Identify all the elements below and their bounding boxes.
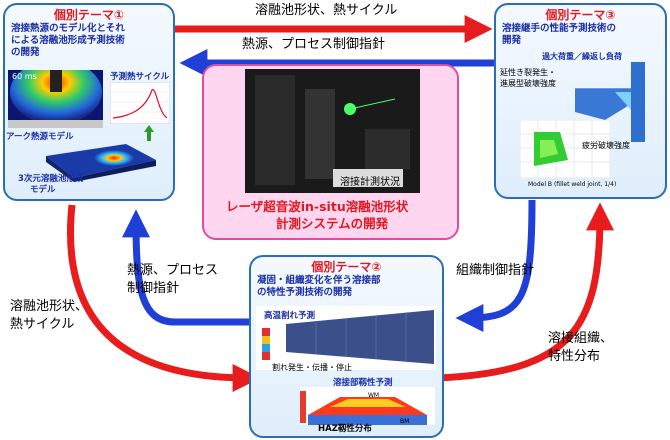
bm-label: BM (400, 418, 410, 425)
theme2-subtitle-1: 凝固・組織変化を伴う溶接部 (257, 275, 381, 286)
haz-label: HAZ靱性分布 (318, 424, 372, 434)
center-title-2: 計測システムの開発 (276, 216, 389, 231)
arc-heat-model-label: アーク熱源モデル (6, 132, 74, 142)
joint-fe-model-image (575, 62, 645, 142)
measurement-photo (245, 69, 420, 193)
load-label: 過大荷重／繰返し負荷 (542, 52, 622, 61)
flow-label-microstructure-control: 組織制御指針 (456, 263, 535, 278)
fatigue-label: 疲労破壊強度 (582, 141, 630, 150)
center-title-1: レーザ超音波in-situ溶融池形状 (226, 199, 409, 214)
photo-caption: 溶接計測状況 (340, 177, 400, 188)
theme1-subtitle-3: の開発 (11, 47, 40, 58)
theme3-title: 個別テーマ③ (545, 8, 616, 22)
theme2-subtitle-2: の特性予測技術の開発 (257, 287, 353, 298)
theme1-title: 個別テーマ① (53, 8, 125, 22)
hot-crack-image (256, 306, 436, 370)
arrow-right-red (437, 202, 614, 382)
arc-heat-source-image (8, 70, 103, 128)
ductile-crack-label-1: 延性き裂発生・ (500, 68, 556, 77)
fatigue-model-image (520, 120, 610, 178)
melt-pool-3d-image (46, 144, 156, 182)
arrow-left-blue (122, 209, 262, 326)
model-caption: Model B (fillet weld joint, 1/4) (528, 181, 617, 188)
up-arrow-icon (144, 125, 154, 141)
arrow-left-red (67, 204, 261, 392)
flow-label-heat-process-2: 制御指針 (127, 281, 180, 296)
toughness-label: 溶接部靱性予測 (333, 378, 393, 388)
flow-label-melt-thermal: 溶融池形状、熱サイクル (255, 3, 398, 18)
melt-pool-label-1: 3次元溶融池形成 (18, 174, 84, 184)
theme1-subtitle-1: 溶接熱源のモデル化とそれ (11, 23, 125, 34)
theme1-subtitle-2: による溶融池形成予測技術 (11, 35, 125, 46)
arrow-right-blue (455, 199, 536, 332)
ductile-crack-label-2: 進展型破壊強度 (500, 79, 556, 88)
flow-label-weld-structure-1: 溶接組織、 (548, 331, 614, 346)
theme3-subtitle-2: 開発 (502, 35, 522, 46)
thermal-cycle-label: 予測熱サイクル (110, 72, 170, 82)
thermal-cycle-plot (110, 82, 170, 124)
melt-pool-label-2: モデル (30, 185, 56, 195)
flow-label-melt-shape-2: 熱サイクル (10, 317, 75, 332)
arc-scale-label: 60 ms (12, 72, 37, 81)
theme3-subtitle-1: 溶接継手の性能予測技術の (502, 23, 617, 34)
haz-toughness-image (300, 387, 435, 425)
flow-label-weld-structure-2: 特性分布 (548, 349, 601, 364)
hot-crack-label: 高温割れ予測 (264, 311, 316, 321)
wm-label: WM (368, 392, 380, 399)
crack-stage-label: 割れ発生・伝播・停止 (272, 363, 352, 372)
flow-label-heat-process-1: 熱源、プロセス (127, 263, 219, 278)
flow-label-melt-shape-1: 溶融池形状、 (10, 299, 89, 314)
theme2-title: 個別テーマ② (311, 260, 382, 274)
flow-label-heat-control: 熱源、プロセス制御指針 (242, 37, 386, 52)
